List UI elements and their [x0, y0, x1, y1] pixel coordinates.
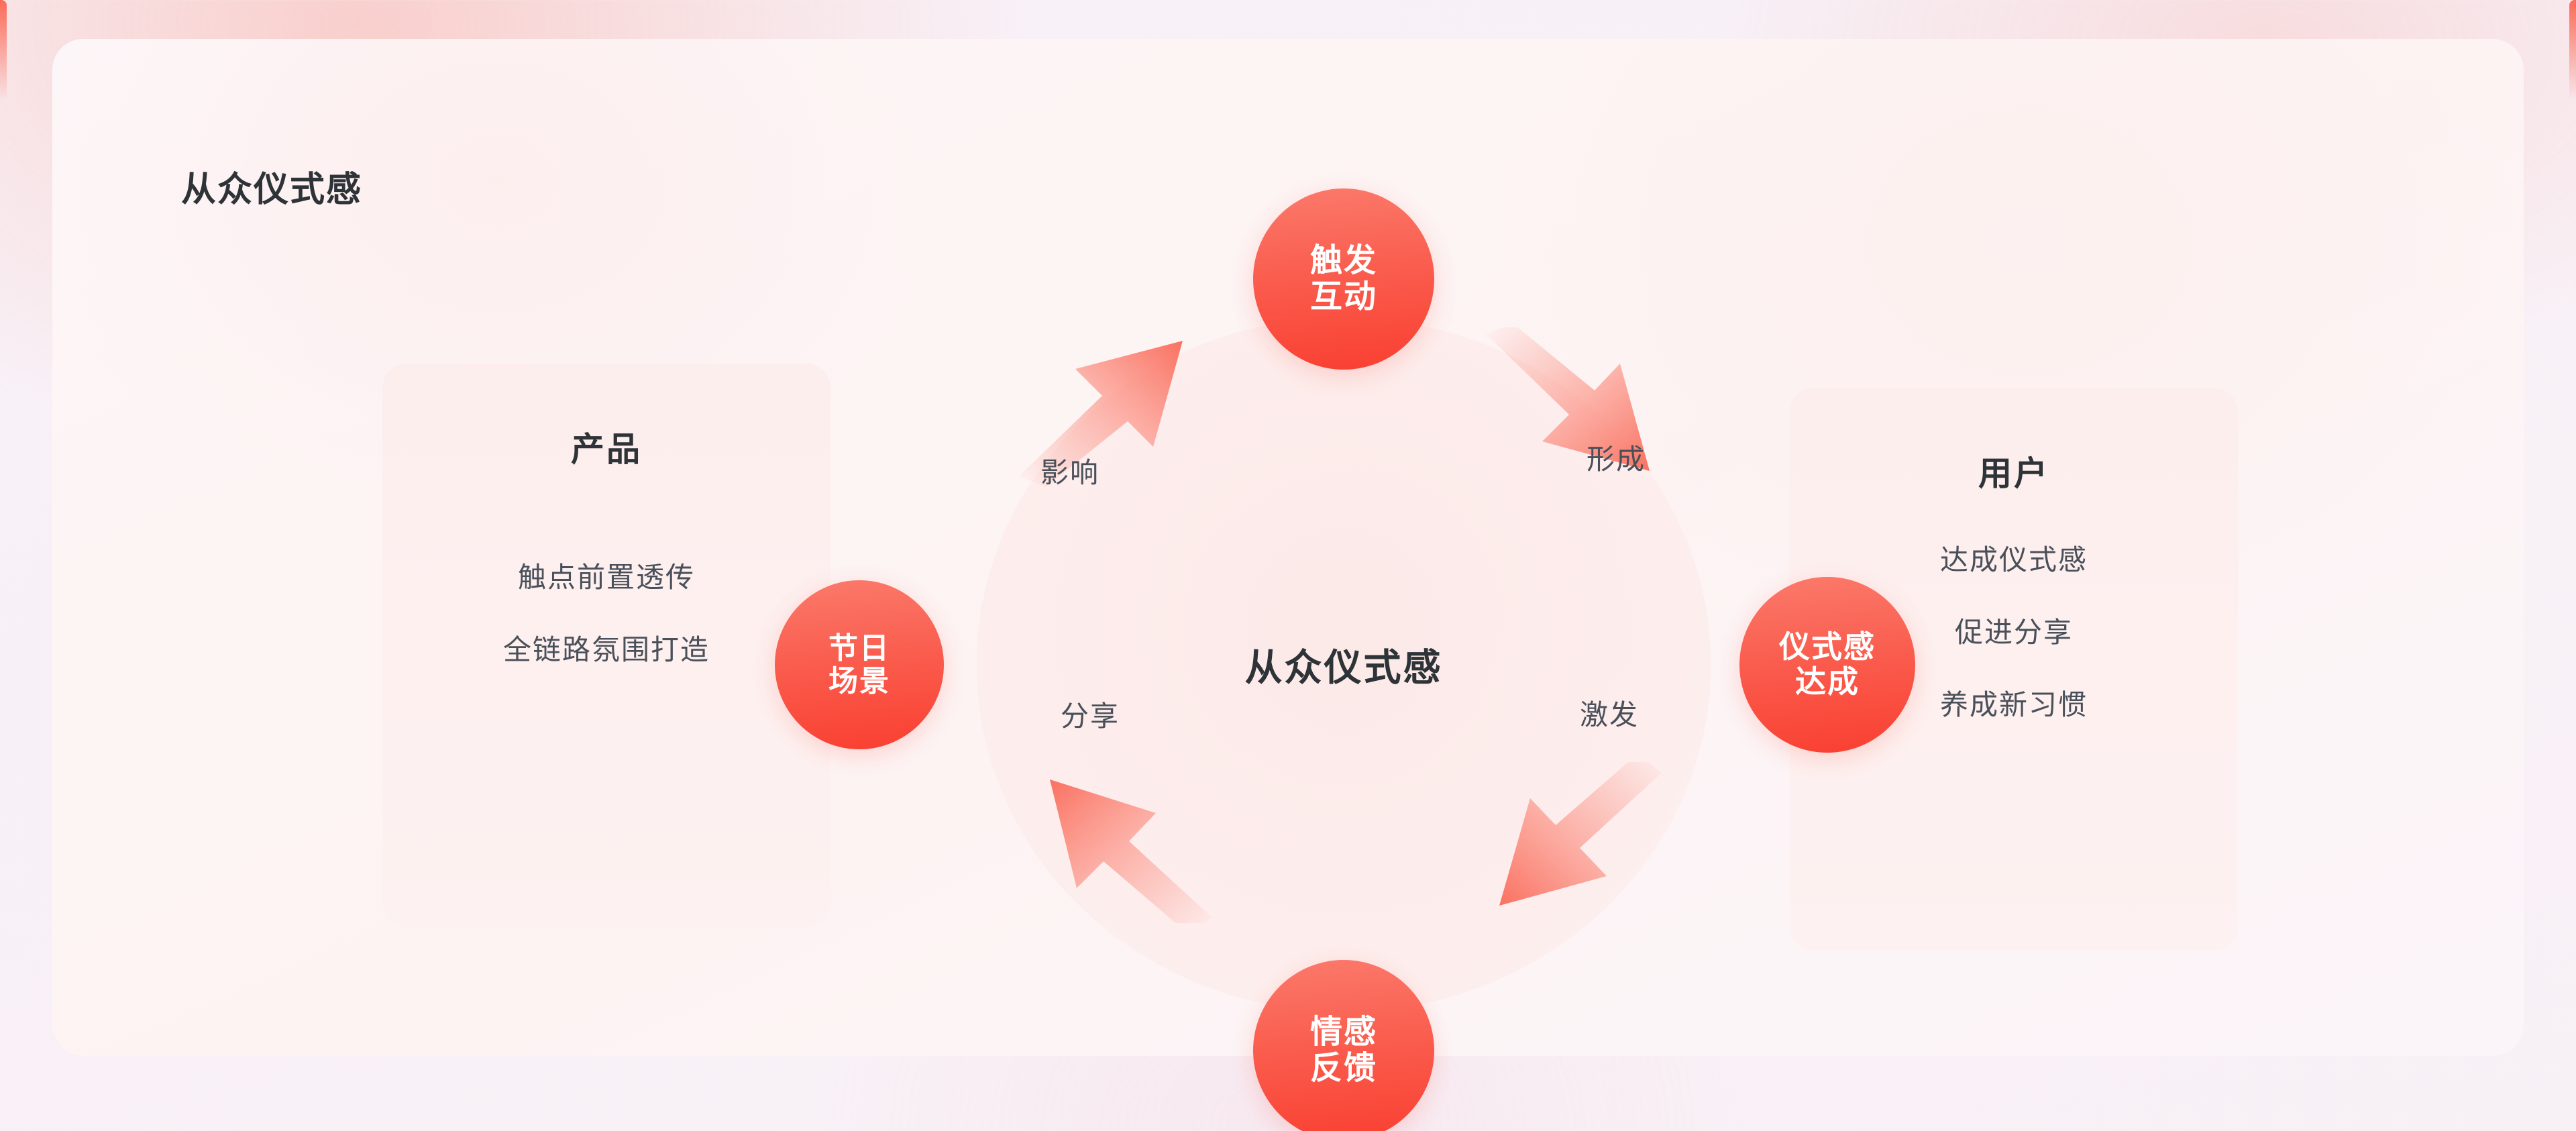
cycle-node-festival-scene[interactable]: 节日 场景 — [775, 580, 944, 749]
edge-label-share: 分享 — [1061, 700, 1120, 732]
user-line: 促进分享 — [1954, 616, 2073, 649]
product-card-lines: 触点前置透传 全链路氛围打造 — [382, 561, 830, 666]
cycle-node-line: 场景 — [828, 665, 890, 698]
cycle-node-line: 达成 — [1795, 664, 1860, 699]
product-card: 产品 触点前置透传 全链路氛围打造 — [382, 364, 830, 927]
product-line: 全链路氛围打造 — [502, 634, 710, 666]
arrow-down-right-icon — [1477, 323, 1678, 482]
main-panel: 从众仪式感 产品 触点前置透传 全链路氛围打造 用户 达成仪式感 促进分享 养成… — [52, 39, 2524, 1131]
cycle-node-line: 情感 — [1309, 1014, 1377, 1051]
cycle-node-line: 反馈 — [1309, 1051, 1377, 1086]
cycle-diagram: 从众仪式感 — [775, 188, 1915, 1131]
arrow-up-left-icon — [1014, 334, 1215, 488]
cycle-node-emotional-feedback[interactable]: 情感 反馈 — [1253, 960, 1434, 1131]
user-line: 达成仪式感 — [1939, 544, 2088, 576]
user-card-lines: 达成仪式感 促进分享 养成新习惯 — [1790, 544, 2238, 721]
product-card-title: 产品 — [571, 431, 642, 468]
edge-label-influence: 影响 — [1040, 457, 1100, 488]
cycle-node-line: 仪式感 — [1779, 629, 1876, 665]
arrow-up-left-lower-icon — [1020, 769, 1222, 932]
cycle-center-label: 从众仪式感 — [1244, 646, 1443, 689]
cycle-node-line: 互动 — [1309, 279, 1377, 315]
edge-label-form: 形成 — [1586, 443, 1646, 475]
user-card-title: 用户 — [1978, 455, 2049, 492]
cycle-node-trigger-interaction[interactable]: 触发 互动 — [1253, 188, 1434, 370]
page-title: 从众仪式感 — [181, 170, 363, 209]
edge-label-stimulate: 激发 — [1579, 699, 1639, 731]
cycle-node-line: 触发 — [1309, 243, 1377, 279]
edge-accent-right — [2569, 0, 2576, 101]
cycle-node-ritual-achieved[interactable]: 仪式感 达成 — [1739, 577, 1915, 753]
product-line: 触点前置透传 — [517, 561, 695, 593]
user-line: 养成新习惯 — [1939, 689, 2088, 721]
edge-accent-left — [0, 0, 7, 101]
cycle-node-line: 节日 — [828, 631, 890, 665]
arrow-down-right-lower-icon — [1472, 754, 1674, 916]
